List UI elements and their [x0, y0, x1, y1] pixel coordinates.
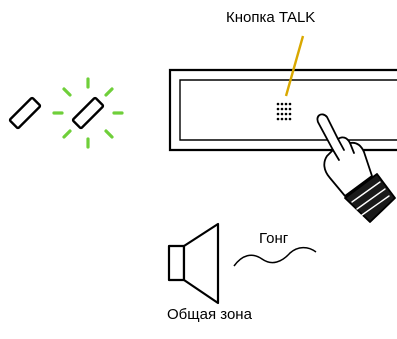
gong-wave [233, 246, 317, 267]
led-blinking-icon [52, 77, 124, 149]
blink-rays [52, 77, 124, 149]
talk-button-label: Кнопка TALK [226, 9, 316, 26]
pointing-hand-icon [316, 113, 396, 223]
speaker-icon [167, 222, 220, 305]
gong-label: Гонг [259, 230, 289, 247]
intercom-panel [168, 68, 397, 152]
zone-label: Общая зона [167, 306, 252, 323]
talk-button [276, 102, 292, 121]
led-icon [8, 96, 42, 130]
talk-leader-line [284, 35, 305, 97]
